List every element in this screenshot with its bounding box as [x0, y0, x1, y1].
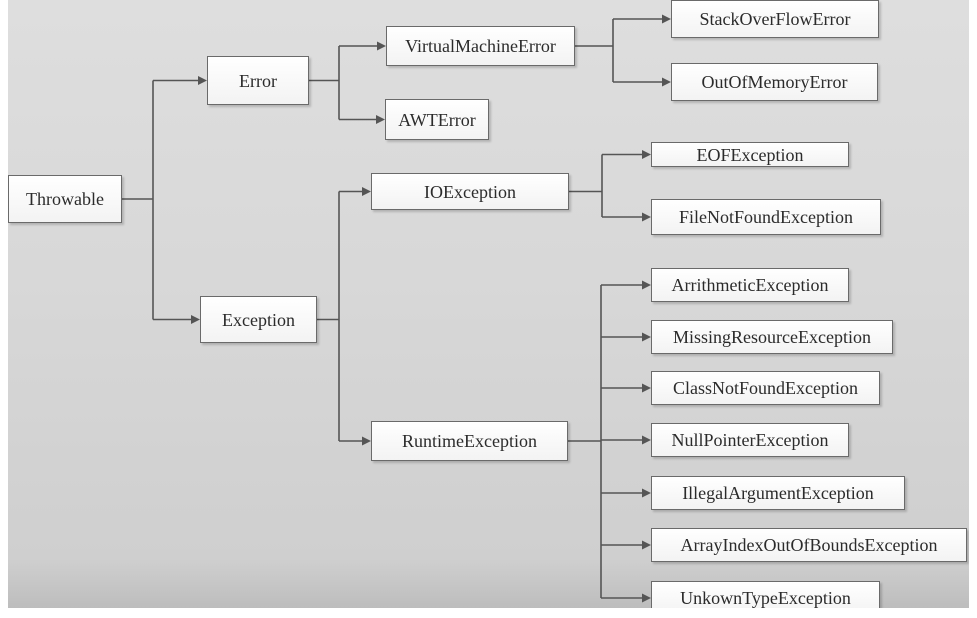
node-missing-resource-exception: MissingResourceException: [651, 320, 893, 354]
connector-lines: [122, 14, 671, 603]
node-file-not-found-exception: FileNotFoundException: [651, 199, 881, 235]
node-out-of-memory-error: OutOfMemoryError: [671, 63, 878, 101]
arrowhead-icon: [662, 14, 671, 24]
node-unkown-type-exception: UnkownTypeException: [651, 581, 880, 608]
arrowhead-icon: [642, 488, 651, 498]
node-stack-overflow-error: StackOverFlowError: [671, 0, 879, 38]
node-io-exception: IOException: [371, 173, 569, 210]
arrowhead-icon: [642, 280, 651, 290]
node-class-not-found-exception: ClassNotFoundException: [651, 371, 880, 405]
arrowhead-icon: [642, 332, 651, 342]
arrowhead-icon: [377, 41, 386, 51]
node-awt-error: AWTError: [385, 99, 489, 140]
node-arithmetic-exception: ArrithmeticException: [651, 268, 849, 302]
node-exception: Exception: [200, 296, 317, 343]
node-eof-exception: EOFException: [651, 142, 849, 167]
node-illegal-argument-exception: IllegalArgumentException: [651, 476, 905, 510]
exception-hierarchy-diagram: Throwable Error Exception VirtualMachine…: [8, 0, 969, 608]
node-virtual-machine-error: VirtualMachineError: [386, 26, 575, 66]
arrowhead-icon: [362, 187, 371, 196]
node-error: Error: [207, 56, 309, 105]
arrowhead-icon: [642, 435, 651, 445]
arrowhead-icon: [376, 115, 385, 124]
arrowhead-icon: [198, 76, 207, 85]
arrowhead-icon: [662, 77, 671, 87]
node-null-pointer-exception: NullPointerException: [651, 423, 849, 457]
arrowhead-icon: [642, 540, 651, 550]
node-runtime-exception: RuntimeException: [371, 421, 568, 461]
node-throwable: Throwable: [8, 175, 122, 223]
arrowhead-icon: [191, 315, 200, 324]
arrowhead-icon: [642, 150, 651, 159]
arrowhead-icon: [642, 593, 651, 603]
node-array-index-out-of-bounds-exception: ArrayIndexOutOfBoundsException: [651, 528, 967, 562]
arrowhead-icon: [642, 383, 651, 393]
arrowhead-icon: [362, 436, 371, 446]
arrowhead-icon: [642, 212, 651, 222]
